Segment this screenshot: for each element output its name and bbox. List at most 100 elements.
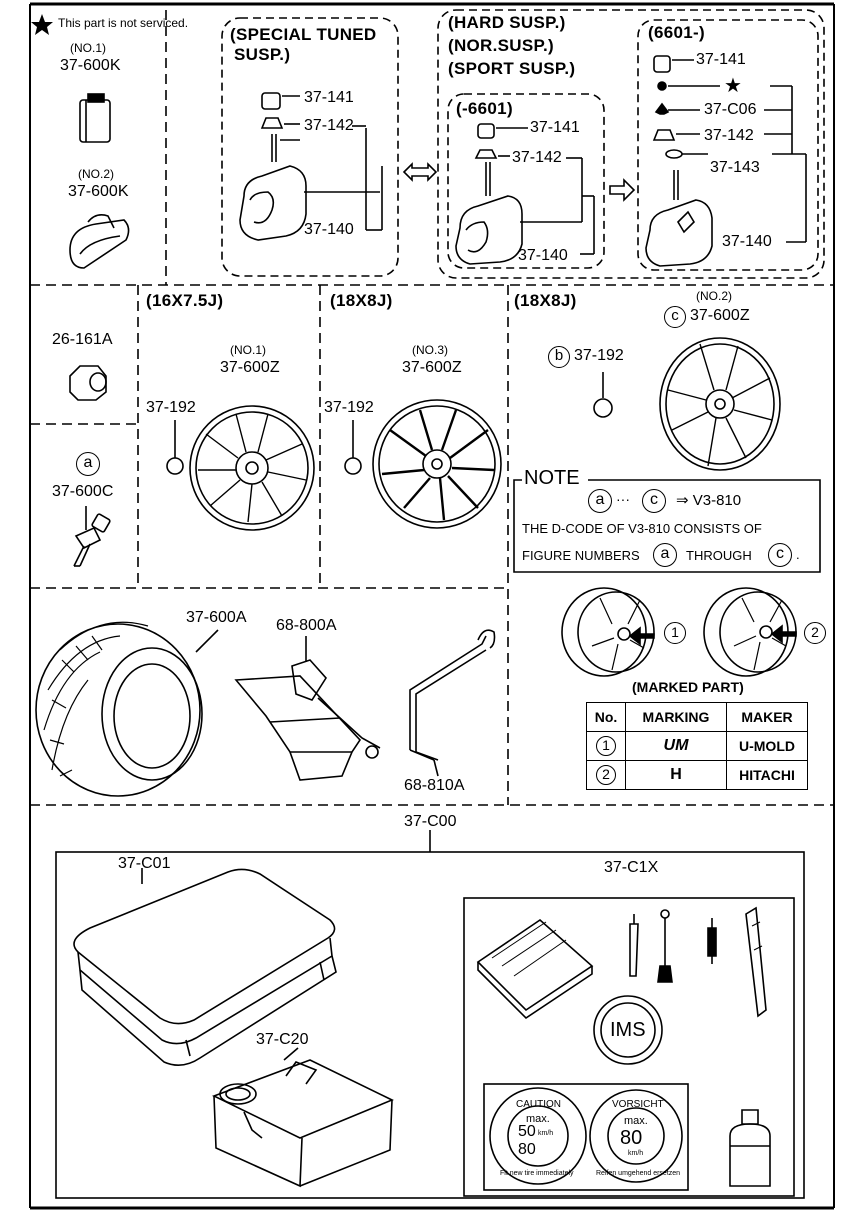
label-143-post: 37-143	[710, 159, 760, 176]
sticker2-v1: 80	[620, 1127, 643, 1149]
post6601-title: (6601-)	[648, 23, 705, 42]
label-140-special: 37-140	[304, 221, 354, 238]
valve-600c-drawing	[73, 506, 111, 567]
table-row: 1 UM U-MOLD	[586, 731, 808, 761]
section-dividers	[30, 10, 834, 806]
cap-192-a	[166, 457, 184, 475]
header-maker: MAKER	[726, 702, 808, 732]
label-140-pre: 37-140	[518, 247, 568, 264]
note-callout-a2: a	[653, 543, 677, 567]
sticker2-unit: km/h	[628, 1150, 644, 1157]
label-800a: 68-800A	[276, 617, 337, 634]
sealant-bottle-drawing	[729, 1109, 771, 1187]
row2-no: 2	[596, 765, 616, 785]
sticker1-v1: 50	[518, 1123, 536, 1140]
label-600a: 37-600A	[186, 609, 247, 626]
wheel-16-title: (16X7.5J)	[146, 291, 224, 310]
sticker1-v2: 80	[518, 1141, 536, 1158]
label-141-special: 37-141	[304, 89, 354, 106]
wheel-no1-label: (NO.1)	[230, 343, 266, 357]
maker-table-header: No. MARKING MAKER	[586, 702, 808, 732]
label-c06-post: 37-C06	[704, 101, 757, 118]
wheel-no1-code: 37-600Z	[220, 359, 280, 376]
sensor-600k-no1-drawing	[79, 93, 111, 143]
tool-valve-core-drawing	[707, 918, 717, 964]
tool-screwdriver-drawing	[745, 906, 767, 1018]
label-c1x: 37-C1X	[604, 859, 659, 876]
note-arrow-code: ⇒ V3-810	[676, 492, 742, 509]
label-26161a: 26-161A	[52, 331, 113, 348]
wheel-18b-title: (18X8J)	[514, 291, 577, 310]
row1-maker: U-MOLD	[726, 731, 808, 761]
sticker1-inner	[507, 1105, 569, 1167]
manual-booklet-drawing	[476, 918, 594, 1020]
marked-callout-1: 1	[664, 622, 686, 644]
row2-marking: H	[625, 760, 727, 790]
valve-sensor-post6601-drawing	[645, 55, 807, 267]
cap-192-c	[593, 398, 613, 418]
header-marking: MARKING	[625, 702, 727, 732]
sensor-600k-no2-drawing	[69, 214, 130, 269]
row1-no-cell: 1	[586, 731, 626, 761]
row2-maker: HITACHI	[726, 760, 808, 790]
sticker1-ring: Fit new tire immediately	[500, 1170, 574, 1177]
tool-tube-drawing	[629, 914, 639, 977]
note-callout-c: c	[642, 489, 666, 513]
sensor-no1-code: 37-600K	[60, 57, 121, 74]
pre6601-title: (-6601)	[456, 99, 513, 118]
row2-no-cell: 2	[586, 760, 626, 790]
kit-c1x-box	[463, 897, 795, 1197]
sensor-no2-code: 37-600K	[68, 183, 129, 200]
note-callout-a: a	[588, 489, 612, 513]
double-arrow-1	[402, 162, 438, 182]
stickers-frame	[483, 1083, 689, 1191]
tool-valve-remover-drawing	[657, 909, 673, 983]
wheel-no3-label: (NO.3)	[412, 343, 448, 357]
special-tuned-title: (SPECIAL TUNED	[230, 25, 377, 44]
star-icon	[31, 14, 53, 35]
valve-sensor-pre6601-drawing	[455, 123, 595, 265]
label-141-pre: 37-141	[530, 119, 580, 136]
sticker2-ring: Reifen umgehend ersetzen	[596, 1170, 681, 1177]
ims-label: IMS	[610, 1019, 646, 1041]
wheel-no2-label: (NO.2)	[696, 289, 732, 303]
sensor-no1-label: (NO.1)	[70, 41, 106, 55]
label-600c: 37-600C	[52, 483, 114, 500]
ims-badge-circle	[593, 995, 663, 1065]
marked-wheel-2-drawing	[703, 587, 797, 677]
hard-susp-title: (HARD SUSP.)	[448, 13, 566, 32]
jack-800a-drawing	[234, 636, 381, 781]
wheel-no1-drawing	[189, 405, 315, 531]
callout-c-wheel: c	[664, 306, 686, 328]
cap-192-b	[344, 457, 362, 475]
tire-600a-drawing	[35, 621, 219, 797]
kit-box	[55, 851, 805, 1199]
arrow-right-2	[609, 178, 636, 202]
row1-no: 1	[596, 736, 616, 756]
nor-susp-title: (NOR.SUSP.)	[448, 36, 554, 55]
label-c00: 37-C00	[404, 813, 457, 830]
star-marker-icon: ★	[724, 75, 742, 97]
sticker1-outer	[489, 1087, 587, 1185]
valve-sensor-special-drawing	[239, 92, 383, 241]
note-line2: THE D-CODE OF V3-810 CONSISTS OF	[522, 521, 762, 536]
compressor-c20-drawing	[211, 1047, 394, 1188]
note-callout-c2: c	[768, 543, 792, 567]
sticker1-max: max.	[526, 1113, 550, 1125]
ims-badge-inner	[600, 1002, 656, 1058]
marked-part-title: (MARKED PART)	[632, 679, 744, 695]
note-box	[513, 479, 821, 573]
wheel-no2-drawing	[659, 337, 781, 471]
nut-26161a-drawing	[69, 365, 107, 401]
wheel-no2-code: 37-600Z	[690, 307, 750, 324]
label-c20: 37-C20	[256, 1031, 309, 1048]
label-192-b: 37-192	[324, 399, 374, 416]
label-142-pre: 37-142	[512, 149, 562, 166]
note-line3c: .	[796, 547, 800, 562]
row1-marking: UM	[625, 731, 727, 761]
callout-b: b	[548, 346, 570, 368]
label-810a: 68-810A	[404, 777, 465, 794]
note-title: NOTE	[524, 467, 580, 489]
label-c01: 37-C01	[118, 855, 171, 872]
